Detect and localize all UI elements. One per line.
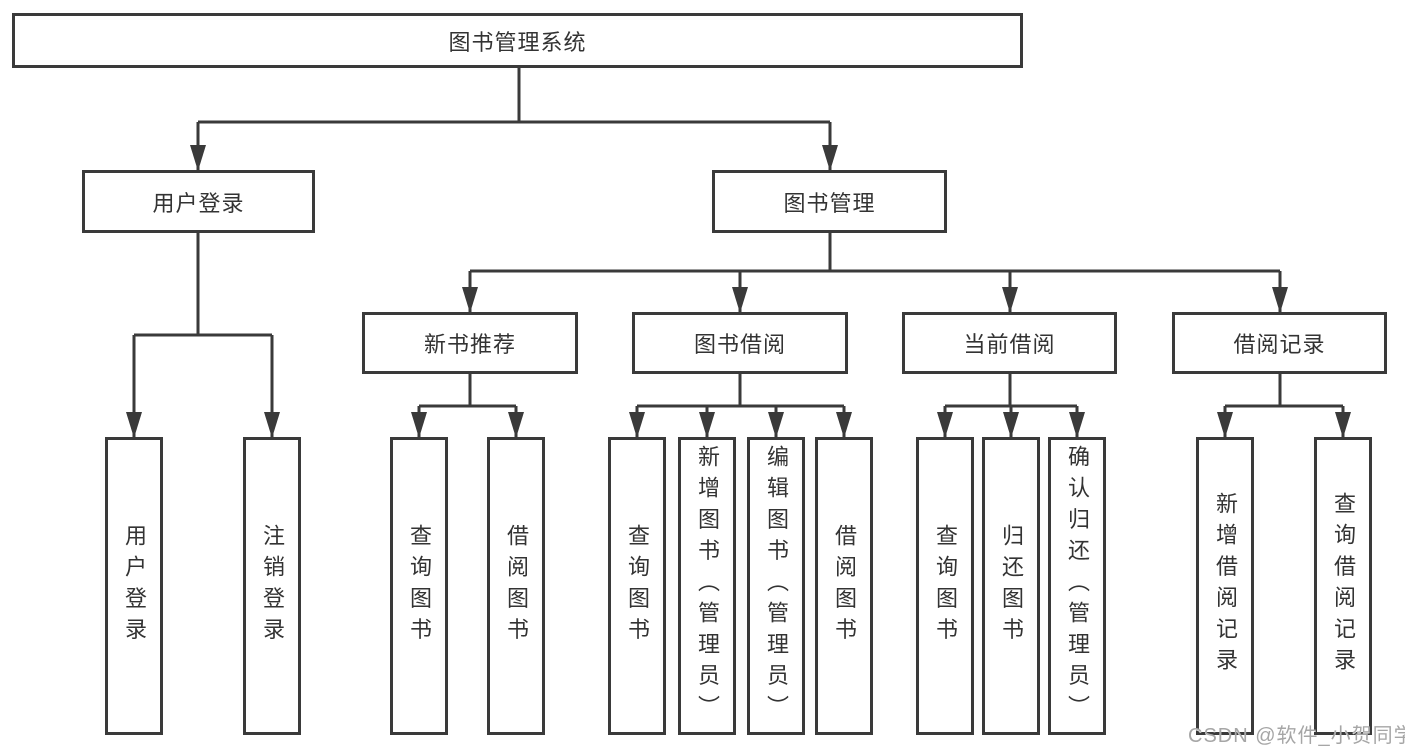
node-label: 确认归还（管理员） — [1065, 445, 1090, 727]
node-logout: 注销登录 — [243, 437, 301, 735]
node-query-borrow-record: 查询借阅记录 — [1314, 437, 1372, 735]
node-label: 用户登录 — [152, 190, 245, 216]
node-label: 图书管理系统 — [448, 29, 587, 55]
node-book-borrowing: 图书借阅 — [632, 312, 848, 374]
node-label: 新增借阅记录 — [1213, 492, 1238, 680]
node-label: 图书管理 — [783, 190, 876, 216]
node-return-books: 归还图书 — [982, 437, 1040, 735]
node-label: 注销登录 — [260, 523, 285, 649]
node-query-books-borrow: 查询图书 — [608, 437, 666, 735]
node-label: 查询图书 — [933, 523, 958, 649]
node-label: 新书推荐 — [423, 332, 516, 357]
node-user-login: 用户登录 — [82, 170, 315, 233]
node-current-borrowing: 当前借阅 — [902, 312, 1117, 374]
node-label: 查询图书 — [625, 523, 650, 649]
node-borrow-books-leaf: 借阅图书 — [815, 437, 873, 735]
node-label: 图书借阅 — [693, 332, 786, 357]
node-query-books-recommend: 查询图书 — [390, 437, 448, 735]
node-label: 查询图书 — [407, 523, 432, 649]
node-user-login-leaf: 用户登录 — [105, 437, 163, 735]
node-new-book-recommend: 新书推荐 — [362, 312, 578, 374]
node-book-management: 图书管理 — [712, 170, 947, 233]
node-borrowing-records: 借阅记录 — [1172, 312, 1387, 374]
node-confirm-return-admin: 确认归还（管理员） — [1048, 437, 1106, 735]
node-label: 归还图书 — [999, 523, 1024, 649]
watermark: CSDN @软件_小贺同学 — [1188, 725, 1405, 747]
node-library-system: 图书管理系统 — [12, 13, 1023, 68]
node-query-books-current: 查询图书 — [916, 437, 974, 735]
node-label: 借阅图书 — [832, 523, 857, 649]
node-label: 借阅记录 — [1233, 332, 1326, 357]
node-label: 查询借阅记录 — [1331, 492, 1356, 680]
node-label: 借阅图书 — [504, 523, 529, 649]
node-label: 当前借阅 — [963, 332, 1056, 357]
node-edit-book-admin: 编辑图书（管理员） — [747, 437, 805, 735]
node-add-book-admin: 新增图书（管理员） — [678, 437, 736, 735]
node-label: 新增图书（管理员） — [695, 445, 720, 727]
node-label: 用户登录 — [122, 523, 147, 649]
node-add-borrow-record: 新增借阅记录 — [1196, 437, 1254, 735]
node-label: 编辑图书（管理员） — [764, 445, 789, 727]
node-borrow-books-recommend: 借阅图书 — [487, 437, 545, 735]
